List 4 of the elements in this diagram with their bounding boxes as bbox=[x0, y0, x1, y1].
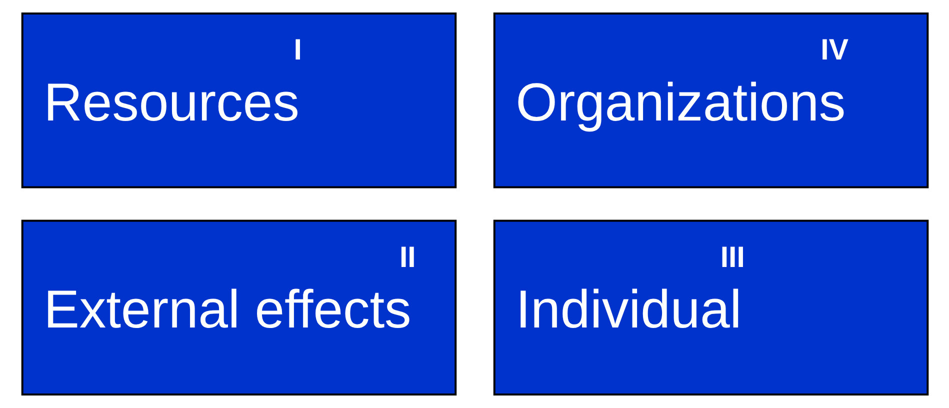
node-box: III Individual bbox=[492, 220, 928, 396]
node-box: II External effects bbox=[20, 220, 456, 396]
node-box: IV Organizations bbox=[492, 12, 928, 188]
node-box: I Resources bbox=[20, 12, 456, 188]
